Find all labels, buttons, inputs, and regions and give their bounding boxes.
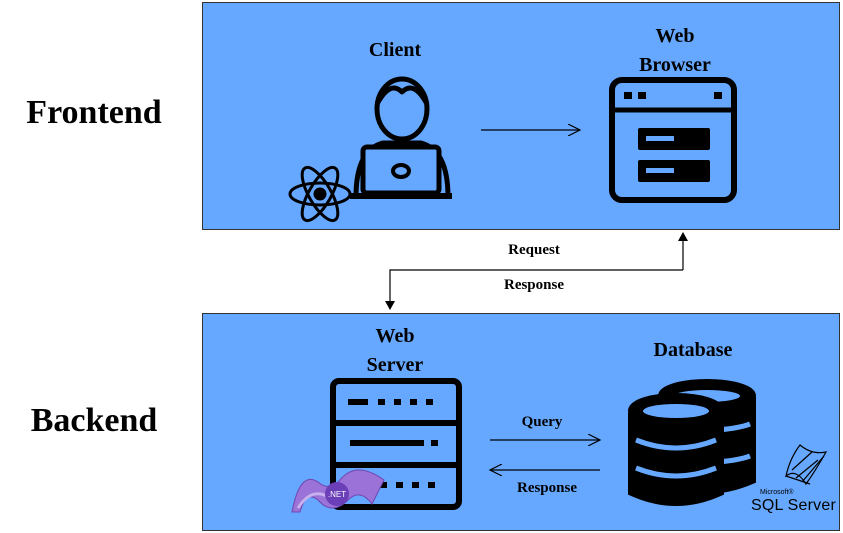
sql-server-logo-text: SQL Server (751, 497, 836, 514)
browser-label-line2: Browser (639, 54, 711, 76)
query-label: Query (521, 414, 563, 430)
developer-icon (350, 76, 452, 199)
react-icon (288, 165, 352, 223)
frontend-label: Frontend (26, 94, 162, 131)
sql-server-logo-small-text: Microsoft® (760, 489, 794, 496)
browser-window-icon (609, 77, 737, 203)
server-label-line2: Server (366, 354, 424, 376)
response-label-top: Response (503, 277, 564, 293)
client-label: Client (368, 39, 422, 61)
backend-label: Backend (30, 402, 158, 439)
database-label: Database (653, 339, 733, 361)
response-label-bottom: Response (516, 480, 577, 496)
request-response-connector (385, 232, 688, 310)
browser-label-line1: Web (655, 25, 695, 47)
database-icon (628, 379, 756, 506)
dotnet-logo-text: .NET (328, 490, 346, 499)
dotnet-logo-icon: .NET (291, 469, 385, 513)
browser-label: Web Browser (610, 22, 740, 80)
request-label: Request (508, 242, 560, 258)
server-label-line1: Web (375, 325, 415, 347)
sql-server-logo-icon (785, 444, 828, 486)
server-label: Web Server (330, 322, 460, 380)
